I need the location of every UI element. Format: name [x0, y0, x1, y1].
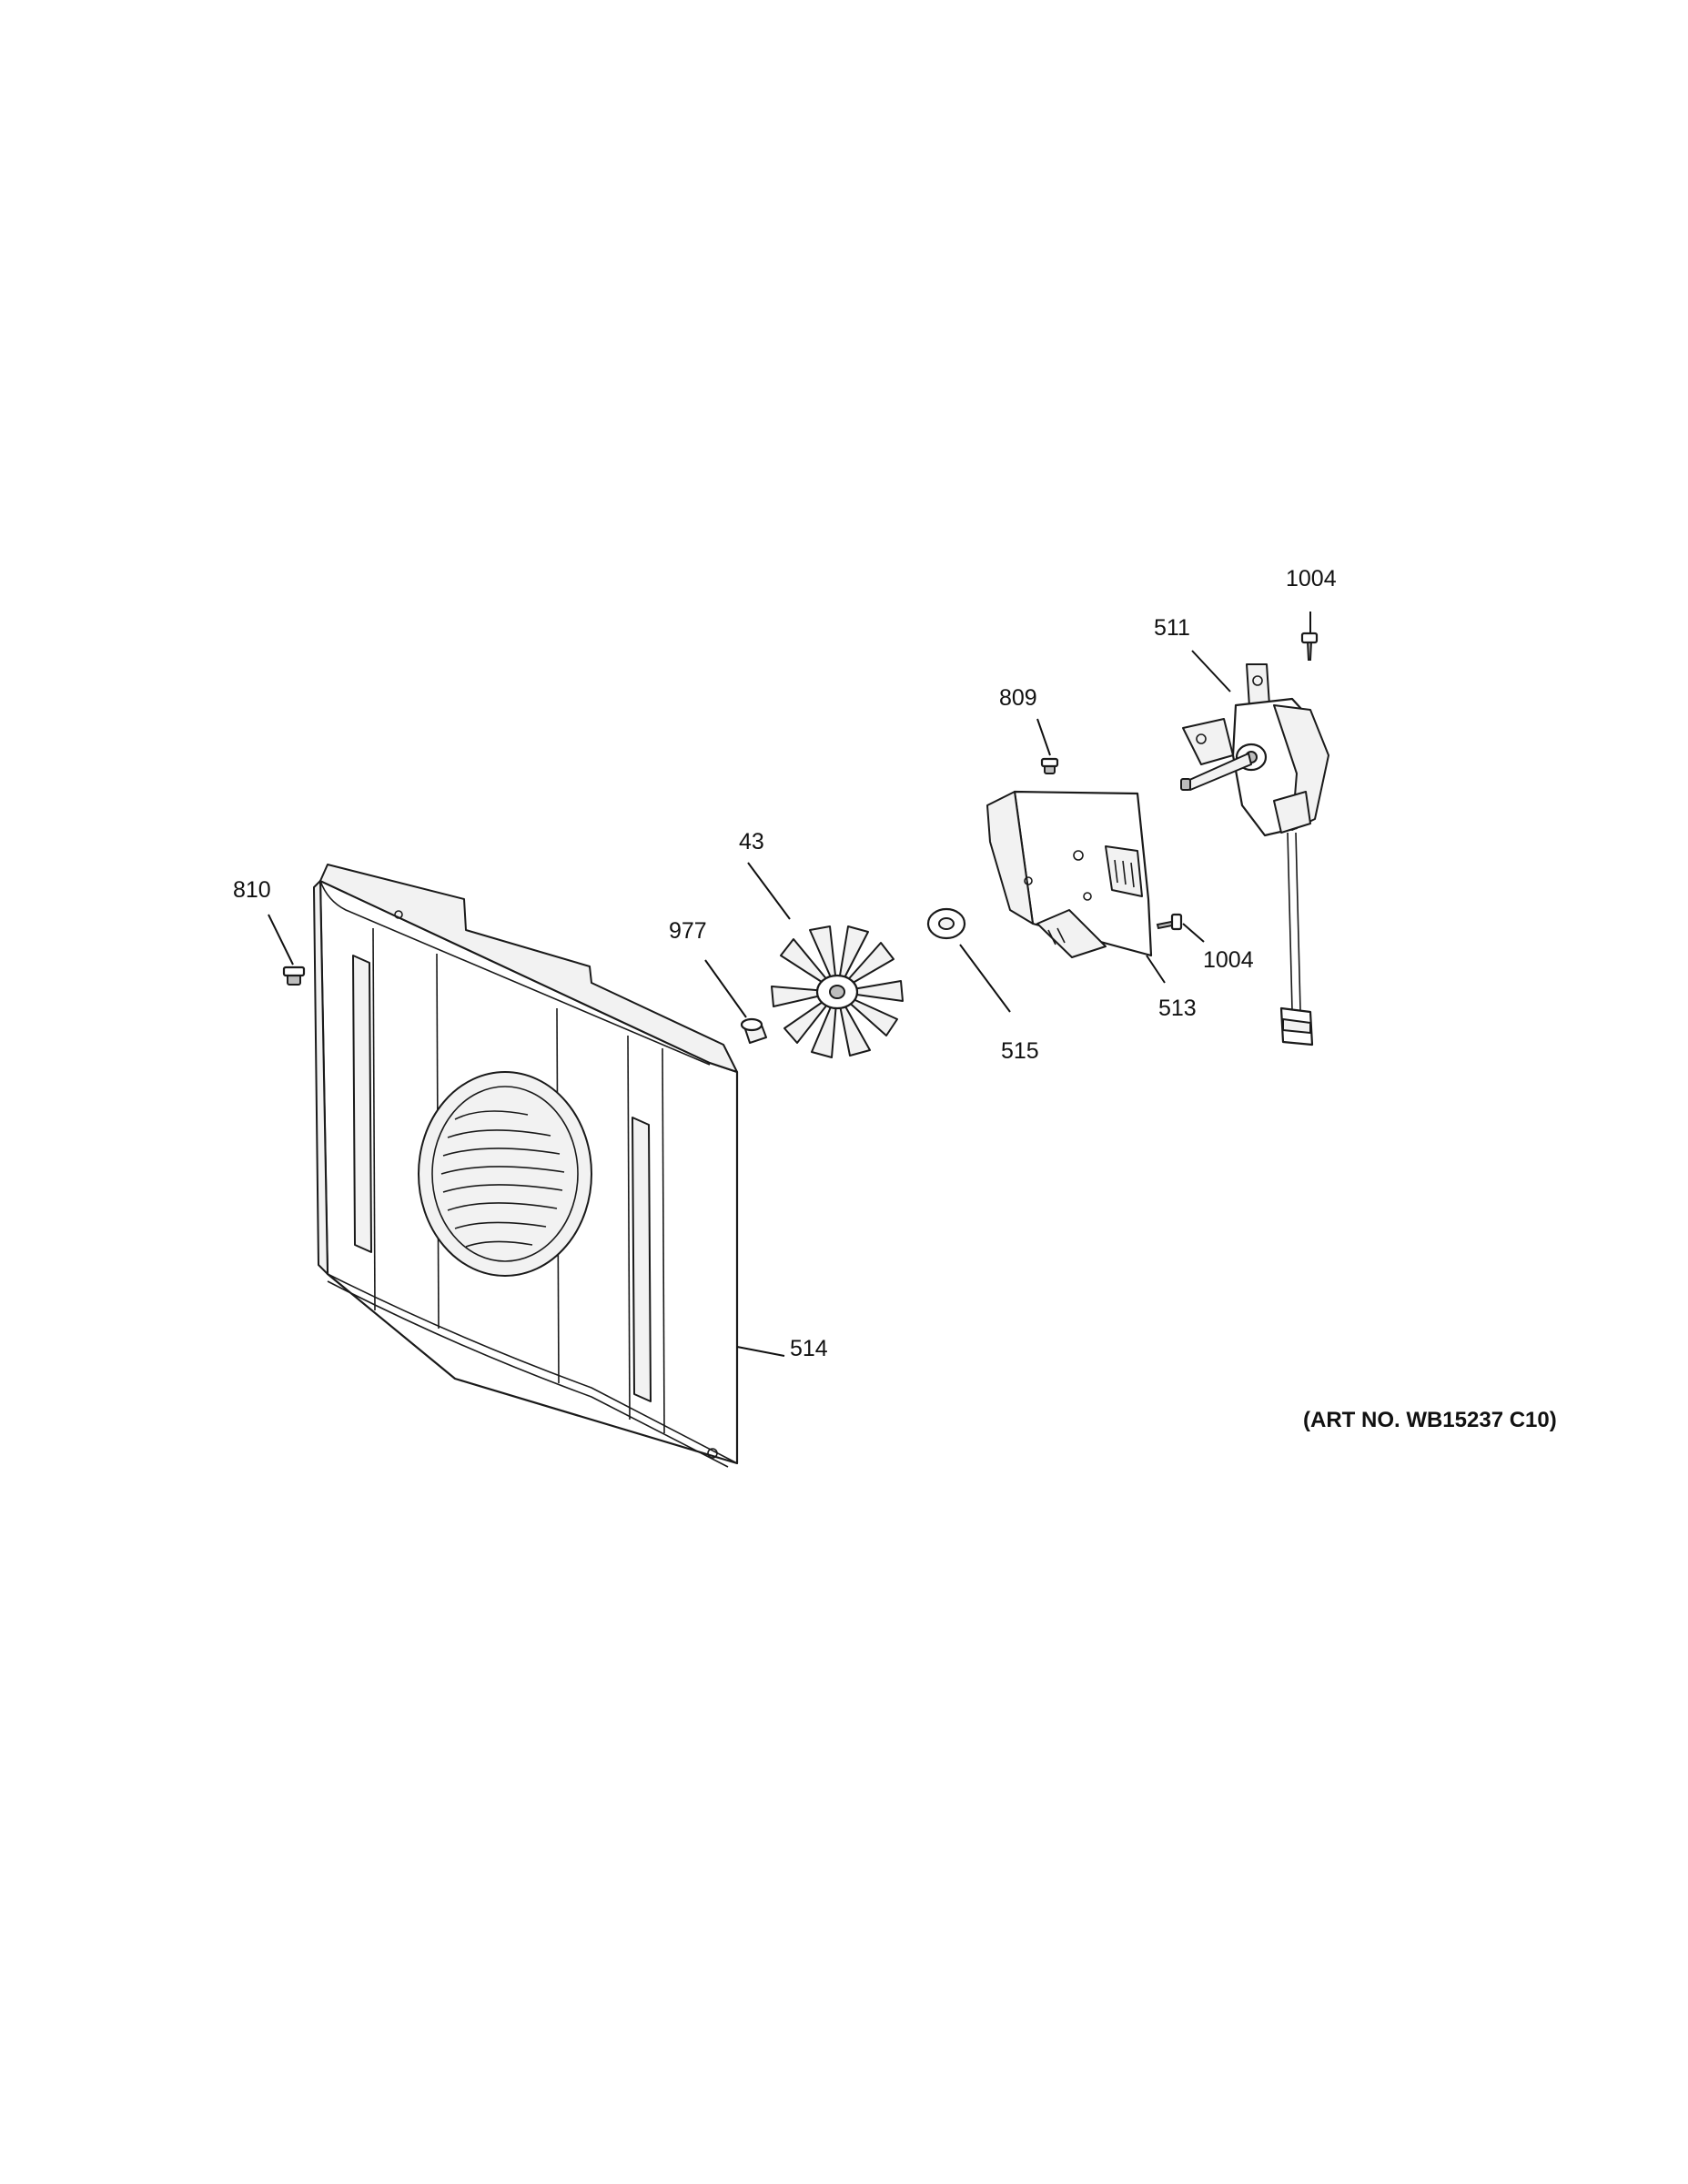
- callout-810: 810: [233, 877, 271, 903]
- washer-515[interactable]: [926, 907, 966, 940]
- nut-977[interactable]: [740, 1017, 767, 1044]
- callout-977: 977: [669, 918, 707, 944]
- callout-514: 514: [790, 1336, 828, 1361]
- motor-bracket-513[interactable]: [986, 790, 1153, 958]
- screw-810[interactable]: [282, 966, 306, 986]
- callout-1004-top: 1004: [1286, 566, 1337, 592]
- callout-43: 43: [739, 829, 764, 854]
- fan-blade-43[interactable]: [771, 925, 904, 1058]
- callout-1004-mid: 1004: [1203, 947, 1254, 973]
- leader-lines: [268, 612, 1311, 1357]
- callout-labels: 810 977 43 515 809 513 1004 1004 511 514: [233, 566, 1337, 1361]
- screw-1004-top[interactable]: [1300, 632, 1319, 661]
- callout-809: 809: [999, 685, 1037, 711]
- callout-513: 513: [1158, 996, 1197, 1021]
- callout-515: 515: [1001, 1038, 1039, 1064]
- art-number: (ART NO. WB15237 C10): [1303, 1408, 1557, 1432]
- callout-511: 511: [1154, 615, 1190, 641]
- grille-vent: [418, 1071, 592, 1277]
- fan-motor-511[interactable]: [1180, 663, 1329, 1046]
- screw-809[interactable]: [1040, 757, 1059, 774]
- screw-1004-mid[interactable]: [1156, 913, 1183, 931]
